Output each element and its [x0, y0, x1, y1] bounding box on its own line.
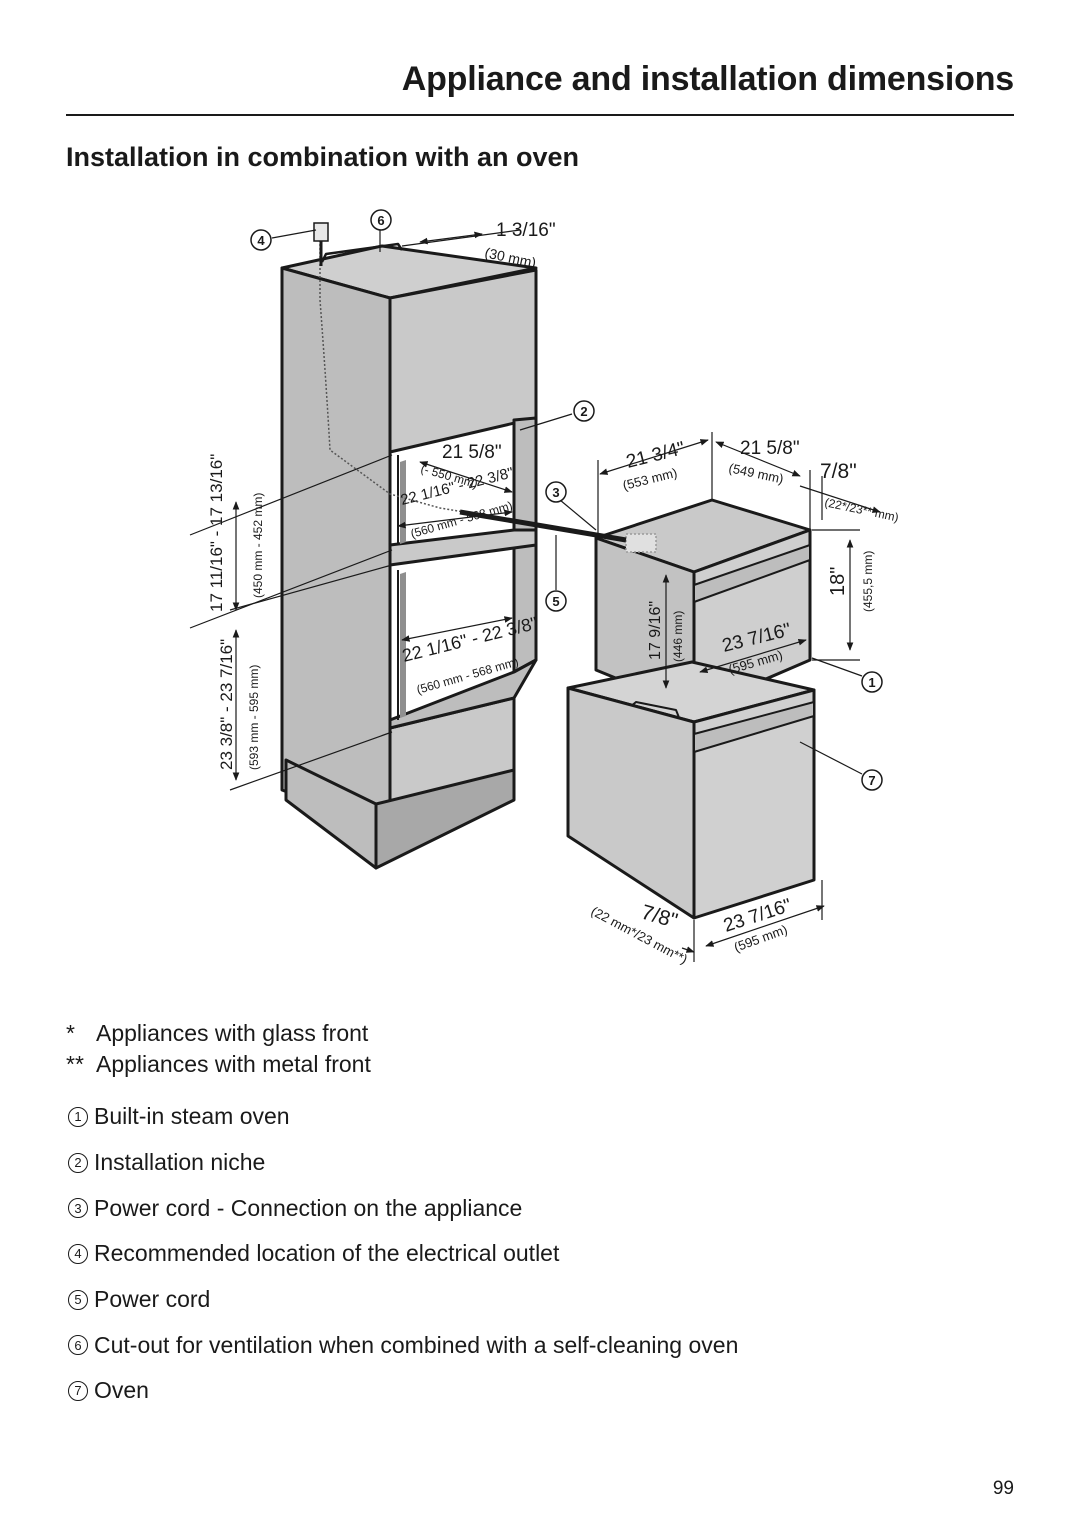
footnote-metal-front: ** Appliances with metal front	[66, 1049, 371, 1080]
legend-text: Cut-out for ventilation when combined wi…	[94, 1331, 739, 1358]
dim-app-body-depth-mm: (549 mm)	[727, 460, 785, 486]
svg-text:4: 4	[257, 233, 265, 248]
svg-text:3: 3	[552, 485, 559, 500]
dim-app-body-height-in: 17 9/16"	[647, 601, 664, 660]
legend-item-cord-connection: 3 Power cord - Connection on the applian…	[68, 1185, 738, 1231]
installation-diagram: 6 4 2 3 5 1 7 1 3/16" (30 mm) 21 5/8" (-…	[0, 195, 1080, 1005]
legend-text: Oven	[94, 1377, 149, 1404]
callout-5: 5	[545, 590, 567, 612]
footnote-mark: **	[66, 1051, 84, 1077]
legend-item-power-cord: 5 Power cord	[68, 1277, 738, 1323]
callout-1: 1	[861, 671, 883, 693]
legend-text: Power cord	[94, 1286, 211, 1313]
legend-text: Installation niche	[94, 1149, 266, 1176]
legend: 1 Built-in steam oven 2 Installation nic…	[68, 1094, 738, 1414]
svg-text:6: 6	[377, 213, 384, 228]
svg-text:1: 1	[868, 675, 875, 690]
tall-cabinet	[280, 242, 538, 870]
dim-vent-in: 1 3/16"	[496, 220, 556, 241]
legend-text: Power cord - Connection on the appliance	[94, 1194, 523, 1221]
dim-front-thick-in: 7/8"	[820, 460, 857, 483]
niche-lower-side	[400, 572, 406, 718]
dim-front-thick-mm: (22*/23** mm)	[823, 495, 900, 524]
footnotes: * Appliances with glass front ** Applian…	[66, 1018, 371, 1080]
legend-number: 4	[68, 1243, 88, 1264]
electrical-outlet	[313, 222, 329, 266]
legend-text: Recommended location of the electrical o…	[94, 1240, 560, 1267]
footnote-glass-front: * Appliances with glass front	[66, 1018, 371, 1049]
appliance-cord-connector	[625, 533, 657, 553]
legend-item-oven: 7 Oven	[68, 1368, 738, 1414]
dim-niche-height-mm: (450 mm - 452 mm)	[251, 493, 265, 598]
page-number: 99	[992, 1478, 1014, 1499]
callout-3: 3	[545, 481, 567, 503]
legend-item-steam-oven: 1 Built-in steam oven	[68, 1094, 738, 1140]
dim-app-depth-in: 21 3/4"	[624, 438, 687, 473]
dimension-lines	[189, 229, 881, 962]
legend-text: Built-in steam oven	[94, 1103, 290, 1130]
legend-number: 7	[68, 1380, 88, 1401]
legend-number: 6	[68, 1335, 88, 1356]
hidden-power-cord	[319, 240, 477, 515]
footnote-mark: *	[66, 1020, 75, 1046]
svg-text:7: 7	[868, 773, 875, 788]
page-header: Appliance and installation dimensions	[66, 58, 1014, 116]
dim-app-height-mm: (455,5 mm)	[861, 551, 875, 612]
callout-2: 2	[573, 400, 595, 422]
svg-text:5: 5	[552, 594, 559, 609]
legend-number: 2	[68, 1152, 88, 1173]
callout-7: 7	[861, 769, 883, 791]
legend-item-outlet: 4 Recommended location of the electrical…	[68, 1231, 738, 1277]
dim-niche-depth-in: 21 5/8"	[442, 442, 502, 463]
callout-4: 4	[250, 229, 272, 251]
dim-oven-niche-height-in: 23 3/8" - 23 7/16"	[217, 639, 236, 770]
legend-item-niche: 2 Installation niche	[68, 1140, 738, 1186]
oven	[566, 660, 816, 920]
legend-number: 3	[68, 1198, 88, 1219]
dim-app-body-depth-in: 21 5/8"	[740, 438, 800, 459]
legend-item-ventilation: 6 Cut-out for ventilation when combined …	[68, 1322, 738, 1368]
dim-oven-niche-height-mm: (593 mm - 595 mm)	[247, 665, 261, 770]
installation-diagram-svg: 6 4 2 3 5 1 7 1 3/16" (30 mm) 21 5/8" (-…	[189, 209, 900, 967]
dim-niche-height-in: 17 11/16" - 17 13/16"	[207, 454, 226, 612]
svg-text:2: 2	[580, 404, 587, 419]
callout-6: 6	[370, 209, 392, 231]
section-title: Installation in combination with an oven	[66, 142, 580, 172]
legend-number: 5	[68, 1289, 88, 1310]
dim-app-height-in: 18"	[827, 567, 849, 596]
footnote-text: Appliances with glass front	[96, 1020, 369, 1046]
page-title: Appliance and installation dimensions	[401, 60, 1014, 98]
legend-number: 1	[68, 1106, 88, 1127]
footnote-text: Appliances with metal front	[96, 1051, 371, 1077]
dim-app-body-height-mm: (446 mm)	[671, 611, 685, 662]
